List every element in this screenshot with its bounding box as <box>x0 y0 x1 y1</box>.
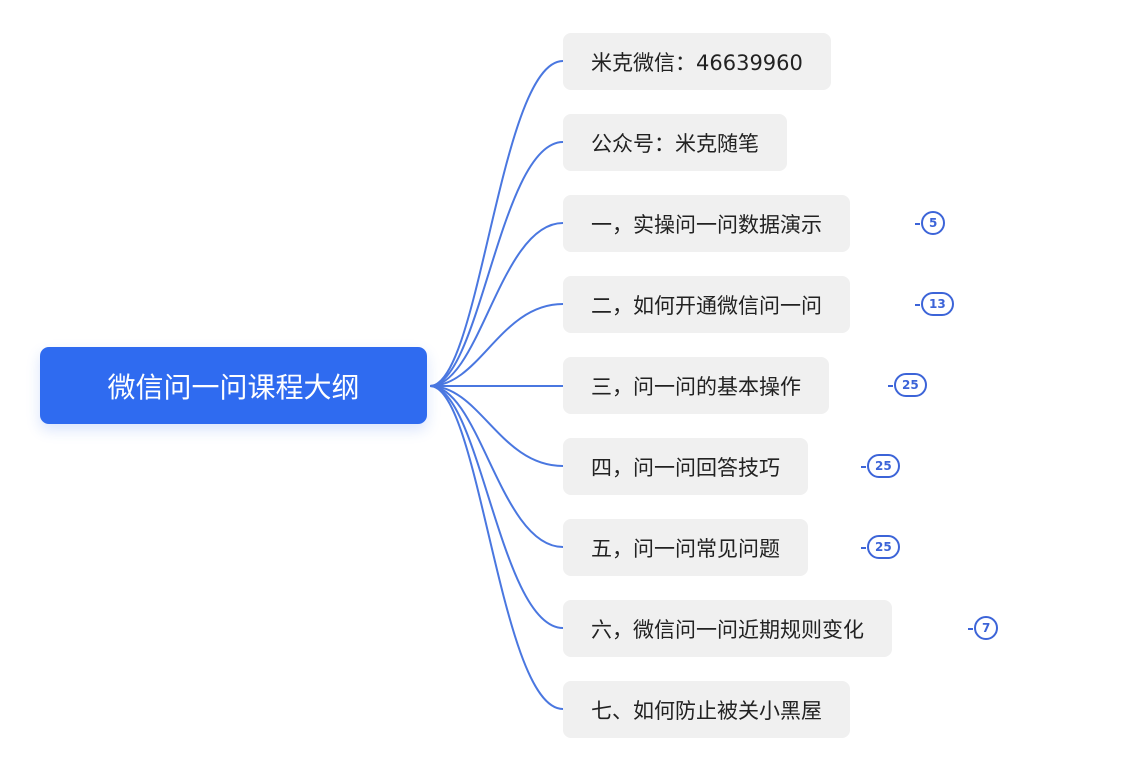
topic-section-6[interactable]: 六，微信问一问近期规则变化 <box>563 600 892 657</box>
topic-section-7[interactable]: 七、如何防止被关小黑屋 <box>563 681 850 738</box>
expand-count-badge[interactable]: 5 <box>921 211 946 235</box>
link-6 <box>429 385 564 548</box>
link-0 <box>429 60 564 387</box>
topic-label: 四，问一问回答技巧 <box>591 455 780 480</box>
root-topic[interactable]: 微信问一问课程大纲 <box>40 347 427 424</box>
link-2 <box>429 222 564 387</box>
topic-label: 二，如何开通微信问一问 <box>591 293 822 318</box>
topic-label: 一，实操问一问数据演示 <box>591 212 822 237</box>
link-8 <box>429 385 564 710</box>
link-5 <box>429 385 564 467</box>
expand-count-badge[interactable]: 25 <box>867 454 900 478</box>
topic-label: 米克微信：46639960 <box>591 50 803 75</box>
expand-count-badge[interactable]: 7 <box>974 616 999 640</box>
badge-connector <box>915 223 920 225</box>
topic-wechat-id[interactable]: 米克微信：46639960 <box>563 33 831 90</box>
topic-label: 三，问一问的基本操作 <box>591 374 801 399</box>
topic-official-account[interactable]: 公众号：米克随笔 <box>563 114 787 171</box>
badge-connector <box>861 547 866 549</box>
expand-count-badge[interactable]: 25 <box>867 535 900 559</box>
root-topic-label: 微信问一问课程大纲 <box>107 370 360 404</box>
badge-connector <box>915 304 920 306</box>
topic-section-2[interactable]: 二，如何开通微信问一问 <box>563 276 850 333</box>
expand-count-badge[interactable]: 25 <box>894 373 927 397</box>
badge-connector <box>888 385 893 387</box>
expand-count-badge[interactable]: 13 <box>921 292 954 316</box>
topic-section-4[interactable]: 四，问一问回答技巧 <box>563 438 808 495</box>
topic-label: 六，微信问一问近期规则变化 <box>591 617 864 642</box>
topic-section-5[interactable]: 五，问一问常见问题 <box>563 519 808 576</box>
link-7 <box>429 385 564 629</box>
link-1 <box>429 141 564 387</box>
badge-connector <box>861 466 866 468</box>
topic-label: 公众号：米克随笔 <box>591 131 759 156</box>
badge-connector <box>968 628 973 630</box>
topic-label: 七、如何防止被关小黑屋 <box>591 698 822 723</box>
topic-label: 五，问一问常见问题 <box>591 536 780 561</box>
link-3 <box>429 303 564 387</box>
topic-section-3[interactable]: 三，问一问的基本操作 <box>563 357 829 414</box>
topic-section-1[interactable]: 一，实操问一问数据演示 <box>563 195 850 252</box>
